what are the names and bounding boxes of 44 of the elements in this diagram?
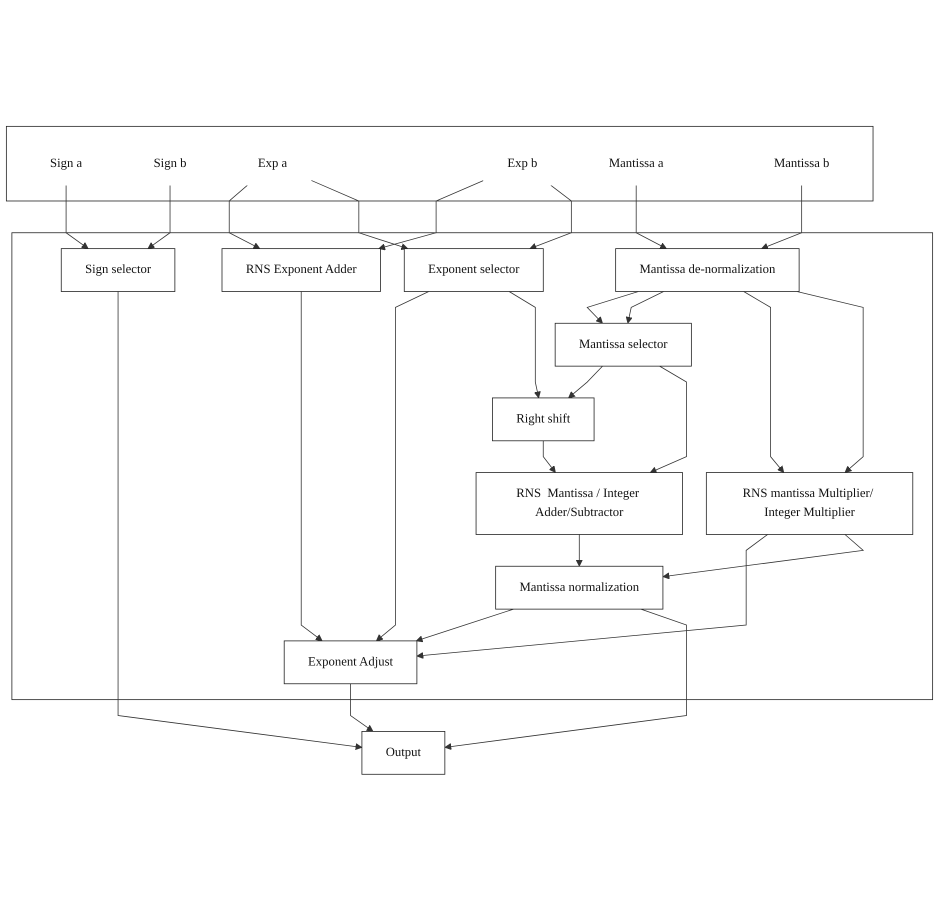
node-box: Mantissa selector [554, 323, 692, 367]
arrow [228, 184, 260, 250]
node-box: RNS Exponent Adder [222, 248, 381, 292]
arrow [530, 184, 572, 250]
arrow [761, 184, 802, 250]
node-text: Mantissa a [608, 156, 664, 170]
arrow [743, 291, 784, 474]
node-text: Sign b [154, 156, 186, 170]
node-box: RNS Mantissa / Integer Adder/Subtractor [476, 472, 683, 536]
arrow [416, 534, 768, 660]
arrow [444, 608, 687, 750]
arrow [586, 291, 639, 324]
arrow [148, 184, 170, 250]
arrow [376, 291, 430, 642]
arrow [542, 440, 556, 474]
arrow [350, 684, 374, 732]
arrow [796, 291, 864, 474]
arrow [568, 366, 603, 398]
node-box: Output [362, 731, 446, 775]
node-text: Exp b [507, 156, 538, 170]
arrow [416, 608, 514, 642]
cluster [11, 232, 934, 700]
cluster [6, 126, 874, 202]
arrow [576, 534, 583, 567]
node-box: Sign selector [60, 248, 176, 292]
arrow [378, 180, 484, 250]
arrow [118, 291, 362, 750]
arrow [300, 291, 323, 642]
arrow [626, 291, 664, 324]
node-box: Exponent selector [404, 248, 544, 292]
node-text: Exp a [258, 156, 288, 170]
arrow [310, 180, 408, 250]
arrow [508, 291, 541, 398]
node-box: Mantissa normalization [495, 566, 664, 610]
arrow [636, 184, 667, 250]
node-box: Mantissa de-normalization [615, 248, 800, 292]
node-box: Exponent Adjust [284, 640, 418, 684]
arrow [66, 184, 89, 250]
node-box: RNS mantissa Multiplier/ Integer Multiplier [706, 472, 914, 536]
arrow [650, 366, 687, 474]
node-box: Right shift [492, 398, 594, 442]
node-text: Sign a [50, 156, 82, 170]
node-text: Mantissa b [774, 156, 830, 170]
arrow [662, 534, 864, 580]
